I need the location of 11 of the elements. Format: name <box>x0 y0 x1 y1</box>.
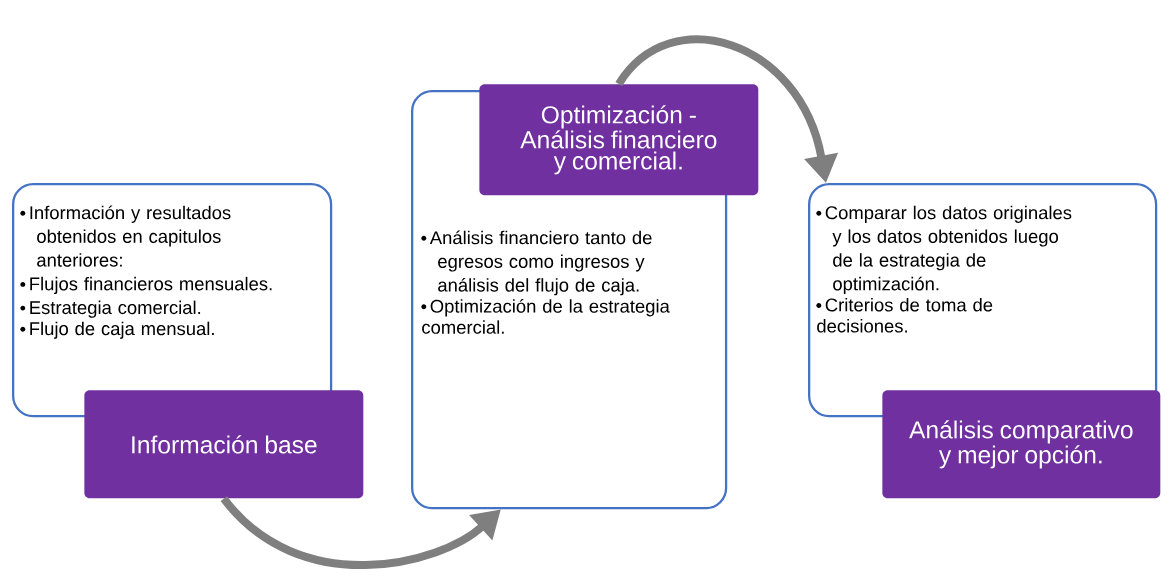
label-box: Información base <box>84 390 364 499</box>
list-item: Análisis financiero tanto de egresos como ingresos y análisis del flujo de caja. <box>421 230 652 296</box>
label-box: Análisis comparativo y mejor opción. <box>882 390 1161 499</box>
list-item: Criterios de toma de decisiones. <box>816 297 993 333</box>
list-item: Estrategia comercial. <box>20 300 201 318</box>
list-item: Flujos financieros mensuales. <box>20 276 272 295</box>
list-item: Optimización de la estrategia comercial. <box>421 299 670 334</box>
list-item: Flujo de caja mensual. <box>20 321 214 339</box>
list-item: Comparar los datos originales y los datos obtenidos luego de la estrategia de optimización. <box>816 205 1072 295</box>
list-item: Información y resultados obtenidos en capitulos anteriores: <box>20 205 231 267</box>
label-box: Optimización -Análisis financiero y comercial. <box>479 84 759 196</box>
